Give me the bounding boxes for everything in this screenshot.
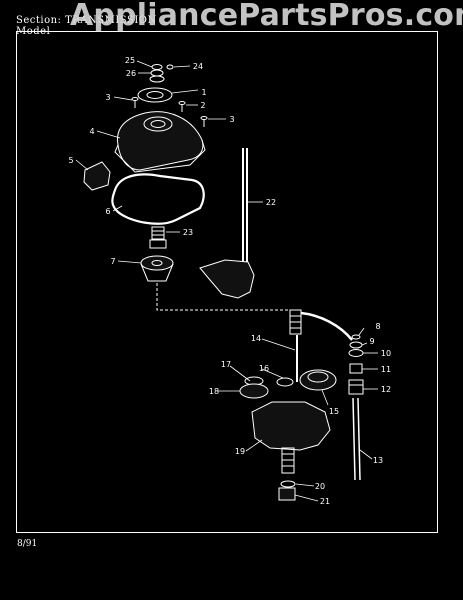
callout-19: 19: [235, 447, 245, 456]
callout-14: 14: [251, 334, 261, 343]
part-washer-stack: [137, 64, 174, 103]
callout-13: 13: [373, 456, 383, 465]
callout-26: 26: [126, 69, 136, 78]
part-gasket: [111, 173, 205, 225]
part-screws: [131, 97, 208, 127]
leader-lines: [75, 60, 378, 502]
callout-numbers: 1 2 3 3 4 5 6 7 8 9 10 11 12 13 14 15 16…: [68, 56, 391, 506]
part-drive-shaft: [242, 148, 248, 262]
callout-8: 8: [375, 322, 380, 331]
revision-date: 8/91: [17, 539, 38, 549]
callout-4: 4: [89, 127, 94, 136]
callout-12: 12: [381, 385, 391, 394]
model-label: Model: [16, 26, 51, 37]
callout-17: 17: [221, 360, 231, 369]
callout-11: 11: [381, 365, 391, 374]
part-bracket: [83, 161, 111, 191]
callout-18: 18: [209, 387, 219, 396]
callout-21: 21: [320, 497, 330, 506]
callout-1: 1: [201, 88, 206, 97]
callout-24: 24: [193, 62, 203, 71]
part-seal: [149, 226, 167, 249]
part-pinion-gear: [140, 255, 174, 282]
callout-20: 20: [315, 482, 325, 491]
callout-16: 16: [259, 364, 269, 373]
callout-22: 22: [266, 198, 276, 207]
part-transmission-housing: [251, 401, 331, 474]
part-idler-gear: [239, 376, 269, 399]
part-shaft-washers: [348, 334, 364, 395]
diagram-frame: [16, 31, 438, 533]
callout-6: 6: [105, 207, 110, 216]
watermark-text: AppliancePartsPros.com: [70, 0, 463, 33]
callout-7: 7: [110, 257, 115, 266]
part-gear-case-cover: [114, 111, 206, 173]
part-drive-gears: [276, 369, 337, 391]
callout-10: 10: [381, 349, 391, 358]
callout-15: 15: [329, 407, 339, 416]
part-shift-lever: [199, 259, 255, 299]
callout-25: 25: [125, 56, 135, 65]
part-spring-cam: [289, 309, 353, 341]
callout-9: 9: [369, 337, 374, 346]
callout-3b: 3: [229, 115, 234, 124]
section-title: Section: TRANSMISSION: [16, 15, 157, 26]
part-bottom-bearing: [278, 480, 296, 501]
reference-line: [156, 283, 292, 311]
callout-5: 5: [68, 156, 73, 165]
part-shift-shaft: [352, 397, 361, 481]
callout-2: 2: [200, 101, 205, 110]
callout-3: 3: [105, 93, 110, 102]
callout-23: 23: [183, 228, 193, 237]
